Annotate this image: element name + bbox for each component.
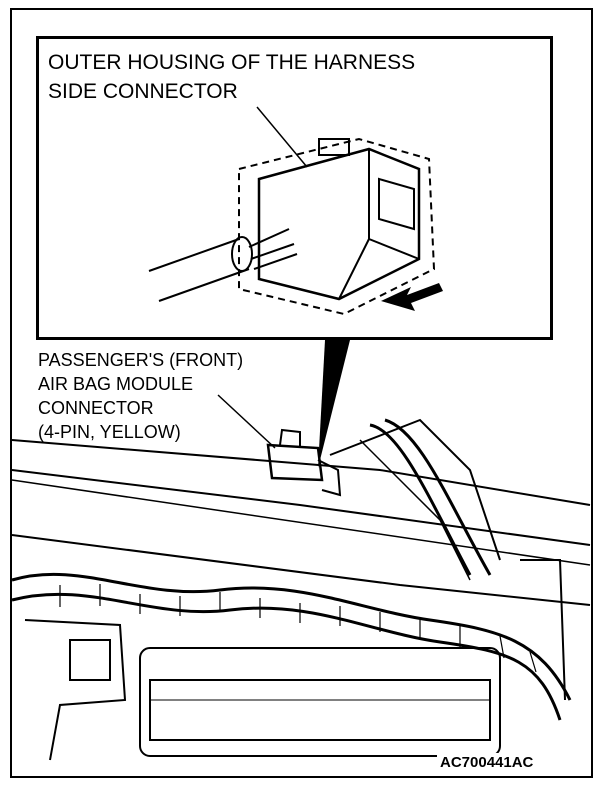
outer-housing-callout: OUTER HOUSING OF THE HARNESS SIDE CONNEC… — [48, 48, 415, 106]
module-connector-callout: PASSENGER'S (FRONT) AIR BAG MODULE CONNE… — [38, 348, 243, 444]
pull-direction-arrow — [381, 283, 443, 311]
outer-housing-line1: OUTER HOUSING OF THE HARNESS — [48, 51, 416, 74]
harness-connector-drawing — [148, 106, 443, 316]
connector-detail-inset — [36, 36, 553, 340]
module-connector-line2: AIR BAG MODULE — [38, 374, 194, 394]
module-connector-line1: PASSENGER'S (FRONT) — [38, 350, 244, 370]
figure-code: AC700441AC — [437, 753, 537, 772]
outer-housing-line2: SIDE CONNECTOR — [48, 80, 238, 103]
module-connector-line3: CONNECTOR — [38, 398, 154, 418]
module-connector-line4: (4-PIN, YELLOW) — [38, 422, 181, 442]
